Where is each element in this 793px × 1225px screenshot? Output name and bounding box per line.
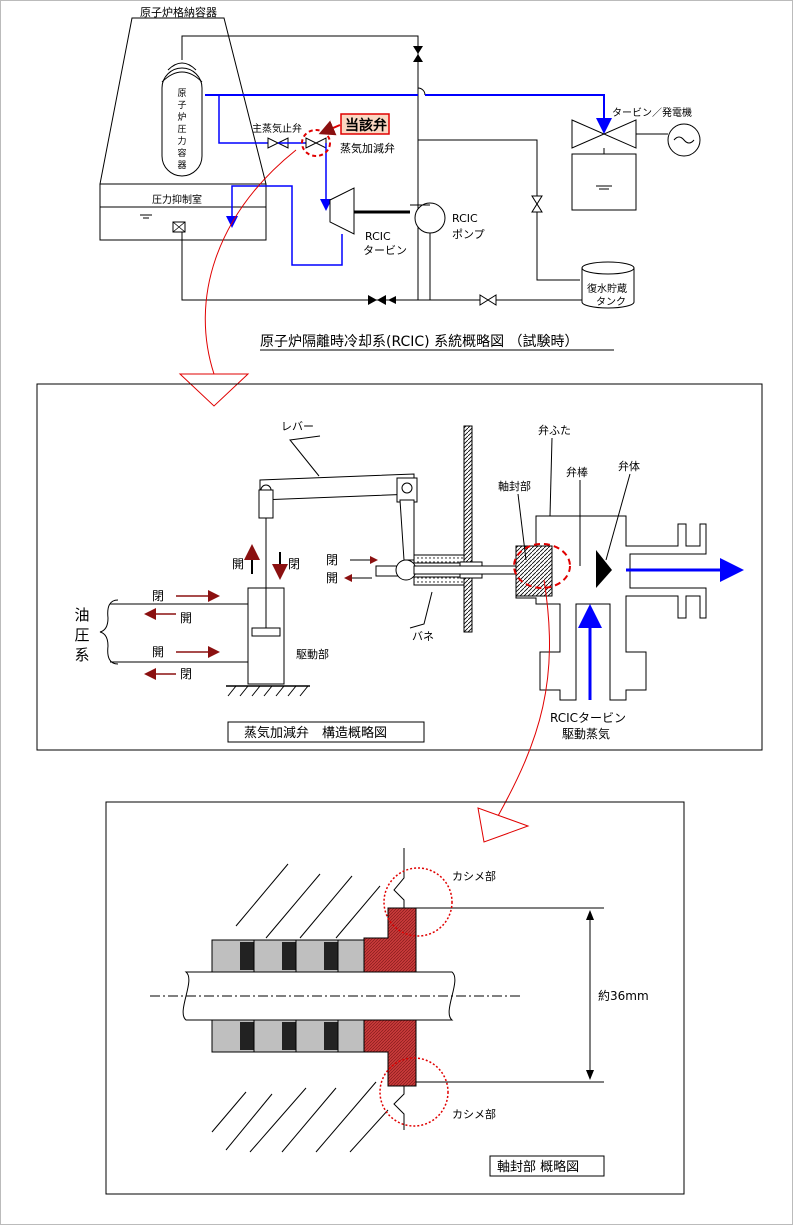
svg-text:弁体: 弁体 [618,459,640,473]
condenser [571,153,637,211]
caulk-highlight-bottom [379,1057,449,1127]
rcic-return-line [181,35,419,300]
system-caption: 原子炉隔離時冷却系(RCIC) 系統概略図 （試験時） [260,333,579,350]
target-valve-badge [340,113,390,135]
svg-text:弁ふた: 弁ふた [538,423,571,437]
vertical-char: 容 [177,147,186,159]
spring-label: バネ [412,630,434,643]
svg-text:駆動蒸気: 駆動蒸気 [562,726,610,741]
vertical-char: 油 [74,606,89,624]
seal-retainer-bottom [363,1019,417,1087]
svg-text:RCICタービン: RCICタービン [550,711,626,725]
steam-valve-label: 蒸気加減弁 [340,141,395,155]
svg-text:タンク: タンク [596,296,626,308]
svg-text:開: 開 [180,611,192,625]
svg-text:閉: 閉 [152,589,164,603]
svg-text:RCIC: RCIC [365,230,391,243]
actuator-label: 駆動部 [296,647,329,661]
svg-text:RCIC: RCIC [452,212,478,225]
containment-label: 原子炉格納容器 [140,5,217,19]
svg-text:閉: 閉 [180,667,192,681]
svg-text:弁棒: 弁棒 [566,465,588,479]
seal-detail-panel [105,801,685,1195]
svg-text:カシメ部: カシメ部 [452,1107,496,1121]
reactor-pressure-vessel [161,67,203,177]
svg-text:軸封部: 軸封部 [498,479,531,493]
svg-text:ポンプ: ポンプ [452,228,485,241]
valve-structure-diagram: レバー 駆動部 開 閉 閉 開 開 閉 油圧系 閉 [74,420,744,843]
valve-body [515,515,707,701]
lever-label: レバー [281,420,314,433]
lever [259,473,415,501]
svg-text:復水貯蔵: 復水貯蔵 [587,282,627,295]
svg-text:カシメ部: カシメ部 [452,869,496,883]
hydraulic-label: 油圧系 [74,606,89,664]
vertical-char: 圧 [74,626,89,644]
suppression-label: 圧力抑制室 [152,193,202,206]
msv-label: 主蒸気止弁 [252,122,302,135]
svg-text:閉: 閉 [288,557,300,571]
caulk-highlight-top [383,867,453,937]
vertical-char: 子 [177,100,186,111]
vertical-char: 炉 [177,111,186,123]
suppression-chamber [99,183,267,241]
target-valve-highlight [301,129,331,157]
svg-text:開: 開 [232,557,244,571]
svg-text:タービン: タービン [363,244,407,257]
valve-caption: 蒸気加減弁 構造概略図 [244,725,387,741]
seal-caption: 軸封部 概略図 [497,1159,579,1175]
rcic-pump [414,202,446,234]
seal-retainer-top [363,907,417,973]
vertical-char: 器 [177,160,186,171]
seal-detail-diagram: 約36mm カシメ部 カシメ部 軸封部 概略図 [150,848,649,1177]
dimension-label: 約36mm [598,988,649,1003]
svg-text:開: 開 [326,571,338,585]
turbine-gen-label: タービン／発電機 [612,106,692,119]
main-turbine [571,119,606,149]
condensate-storage-tank [581,268,635,309]
svg-text:開: 開 [152,645,164,659]
svg-text:閉: 閉 [326,553,338,567]
vertical-char: 系 [74,646,89,664]
shaft-seal-highlight [513,543,571,589]
target-valve-label: 当該弁 [345,117,387,134]
valve-structure-panel [36,383,763,751]
rcic-turbine [329,187,355,235]
vertical-char: 圧 [177,124,186,135]
vertical-char: 原 [177,88,186,99]
vertical-char: 力 [177,135,186,147]
valve-disc [596,550,612,588]
